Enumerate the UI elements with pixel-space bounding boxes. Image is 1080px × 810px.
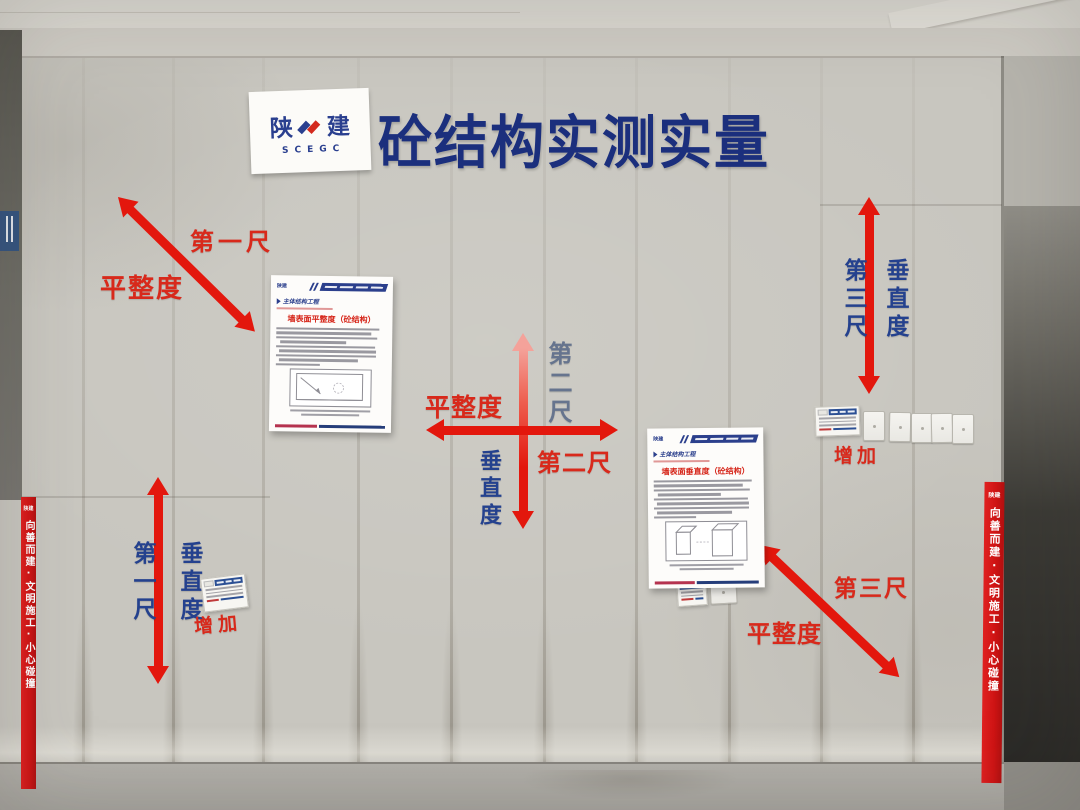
poster-brand: 陕建 bbox=[276, 283, 287, 290]
scegc-logo-card: 陕 建 SCEGC bbox=[248, 87, 372, 175]
mini-label-card bbox=[814, 405, 861, 437]
switch-plate bbox=[863, 411, 885, 441]
label-plumbness-center: 垂直度 bbox=[476, 449, 501, 530]
label-flatness-lower-right: 平整度 bbox=[747, 620, 822, 648]
logo-char-left: 陕 bbox=[269, 115, 294, 142]
switch-plate bbox=[888, 411, 912, 443]
arrow-diagonal-upper-left bbox=[110, 188, 264, 340]
label-note-increase-left: 增加 bbox=[193, 611, 244, 639]
wall-seam bbox=[253, 58, 274, 764]
poster-section-text: 主体结构工程 bbox=[282, 298, 319, 306]
poster-footer-bar bbox=[654, 580, 759, 585]
concrete-floor bbox=[0, 762, 1080, 810]
label-note-increase-right: 增加 bbox=[834, 445, 881, 467]
slash-decoration-icon bbox=[680, 435, 689, 443]
pillar-banner-left: 陕建 向善而建·文明施工·小心碰撞 bbox=[21, 497, 36, 789]
right-side-wall bbox=[1004, 56, 1080, 206]
switch-plate bbox=[911, 413, 933, 443]
scegc-chevron-icon bbox=[297, 119, 321, 134]
pillar-banner-text: 向善而建·文明施工·小心碰撞 bbox=[986, 506, 1002, 694]
arrow-vertical-lower-left bbox=[146, 477, 170, 684]
wall-seam bbox=[73, 58, 94, 764]
label-flatness-center: 平整度 bbox=[425, 393, 504, 422]
poster-slogan-banner bbox=[690, 433, 759, 443]
wall-seam bbox=[719, 58, 740, 764]
wall-joint-line bbox=[0, 496, 270, 498]
label-second-ruler-horizontal: 第二尺 bbox=[537, 449, 612, 477]
poster-title: 墙表面平整度（砼结构） bbox=[287, 314, 376, 325]
wall-seam bbox=[163, 58, 184, 764]
label-plumbness-lower-left: 垂直度 bbox=[176, 541, 202, 625]
arrow-vertical-upper-right bbox=[857, 197, 881, 394]
pillar-banner-right: 陕建 向善而建·文明施工·小心碰撞 bbox=[981, 481, 1005, 784]
switch-plate bbox=[952, 414, 974, 444]
poster-section-heading: 主体结构工程 bbox=[276, 296, 387, 307]
plumbness-diagram bbox=[665, 520, 748, 562]
label-first-ruler-lower-left: 第一尺 bbox=[129, 541, 155, 625]
wall-corner-edge bbox=[1001, 56, 1004, 762]
poster-caption-lines bbox=[655, 563, 759, 571]
poster-footer-bar bbox=[274, 424, 386, 429]
wall-seam bbox=[441, 58, 462, 764]
wall-headline: 砼结构实测实量 bbox=[378, 109, 770, 177]
pillar-banner-text: 向善而建·文明施工·小心碰撞 bbox=[23, 520, 34, 690]
poster-body-text bbox=[275, 327, 387, 367]
slash-decoration-icon bbox=[310, 282, 319, 290]
poster-brand: 陕建 bbox=[653, 436, 664, 443]
label-third-ruler-lower-right: 第三尺 bbox=[834, 576, 909, 602]
ceiling-joint-line bbox=[0, 12, 520, 13]
floor-smudge bbox=[520, 770, 740, 800]
poster-wall-plumbness: 陕建 主体结构工程 墙表面垂直度（砼结构） bbox=[647, 427, 765, 589]
label-flatness-upper-left: 平整度 bbox=[100, 274, 185, 304]
switch-plate bbox=[930, 412, 954, 444]
poster-section-heading: 主体结构工程 bbox=[653, 448, 757, 458]
logo-letters: SCEGC bbox=[281, 143, 346, 156]
pillar-banner-brand: 陕建 bbox=[23, 506, 34, 512]
arrow-horizontal-center bbox=[426, 418, 618, 442]
left-blue-sign bbox=[0, 211, 19, 251]
flatness-diagram bbox=[289, 368, 372, 408]
wall-seam bbox=[534, 58, 555, 764]
wall-joint-line bbox=[820, 204, 1002, 206]
poster-slogan-banner bbox=[319, 282, 389, 292]
poster-body-text bbox=[653, 479, 758, 519]
dark-doorway-opening bbox=[1004, 206, 1080, 762]
poster-section-text: 主体结构工程 bbox=[659, 451, 696, 459]
poster-subheading-line bbox=[276, 307, 333, 311]
wall-base-stains bbox=[0, 726, 1003, 764]
left-shadow-recess bbox=[0, 30, 22, 500]
label-first-ruler-upper-left: 第一尺 bbox=[190, 228, 274, 256]
label-third-ruler-upper-right: 第三尺 bbox=[840, 258, 866, 342]
triangle-marker-icon bbox=[276, 297, 281, 304]
wall-seam bbox=[626, 58, 647, 764]
mini-label-card bbox=[200, 573, 249, 613]
triangle-marker-icon bbox=[653, 451, 658, 458]
concrete-beam bbox=[0, 28, 1080, 58]
logo-char-right: 建 bbox=[326, 113, 351, 140]
label-second-ruler-vertical: 第二尺 bbox=[544, 341, 572, 428]
poster-caption-lines bbox=[275, 409, 385, 417]
wall-seam bbox=[903, 58, 924, 764]
poster-subheading-line bbox=[653, 459, 710, 463]
pillar-banner-brand: 陕建 bbox=[988, 491, 1001, 500]
doorway-floor-shadow bbox=[1004, 762, 1080, 810]
label-plumbness-upper-right: 垂直度 bbox=[882, 258, 908, 342]
poster-wall-flatness: 陕建 主体结构工程 墙表面平整度（砼结构） bbox=[268, 275, 394, 433]
poster-title: 墙表面垂直度（砼结构） bbox=[661, 466, 750, 477]
